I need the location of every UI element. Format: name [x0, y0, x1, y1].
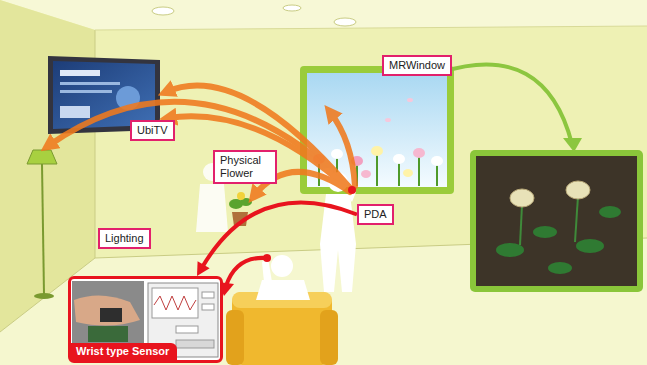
sofa-part: [226, 310, 244, 365]
device-label: Physical Flower: [213, 150, 277, 184]
mr-window-part-part: [385, 118, 391, 122]
mr-window-part-part: [393, 154, 405, 164]
ceiling-lights: [152, 5, 356, 26]
label-text: Wrist type Sensor: [71, 343, 177, 360]
floor-lamp-part: [27, 150, 57, 164]
red-dots-part: [263, 254, 271, 262]
red-dots-part: [348, 186, 356, 194]
tv-set-part: [60, 90, 112, 93]
mr-window-part-part: [431, 156, 443, 166]
sensor-frame: Wrist type Sensor: [68, 276, 223, 363]
zoom-panel-part-part: [576, 239, 604, 253]
zoom-panel-part: [470, 150, 643, 292]
sensor-photo: [70, 279, 220, 360]
interaction-arrows: [48, 86, 355, 196]
ceiling-lights-part: [334, 18, 356, 26]
floor-lamp: [27, 150, 57, 299]
device-label: PDA: [357, 204, 394, 225]
tv-set-part: [60, 82, 120, 85]
zoom-panel-part-part: [566, 181, 590, 199]
zoom-arrow-part: [442, 64, 572, 144]
sensor-photo-part: [74, 295, 140, 325]
zoom-panel: [470, 150, 643, 292]
floor-lamp-part: [34, 293, 54, 299]
sitting-person: [256, 255, 310, 300]
sensor-photo-part: [176, 340, 214, 348]
physical-flower-part: [237, 192, 245, 200]
zoom-panel-part-part: [599, 206, 621, 218]
zoom-panel-part-part: [533, 226, 557, 238]
mr-window-part-part: [371, 146, 383, 156]
zoom-panel-part-part: [510, 189, 534, 207]
zoom-arrow-part: [563, 138, 582, 152]
zoom-panel-part-part: [496, 243, 524, 257]
zoom-arrow: [442, 64, 582, 152]
sensor-photo-part: [88, 326, 128, 342]
label-text: Physical Flower: [220, 154, 270, 180]
sofa-part: [232, 292, 332, 365]
arrow-head: [197, 261, 210, 276]
zoom-panel-part: [476, 156, 637, 286]
label-text: UbiTV: [137, 124, 168, 137]
device-label: MRWindow: [382, 55, 452, 76]
ceiling-lights-part: [152, 7, 174, 15]
sensor-photo-part: [100, 308, 122, 322]
interaction-arrows-part: [330, 112, 355, 186]
interaction-arrows-part: [166, 86, 350, 188]
sensor-arrow-part: [226, 258, 266, 286]
room-part: [0, 0, 647, 30]
floor-lamp-part: [42, 164, 44, 294]
sensor-photo-part: [202, 292, 214, 298]
connector-line: [202, 202, 357, 267]
sensor-arrow: [218, 258, 266, 296]
device-label: UbiTV: [130, 120, 175, 141]
mr-window-part-part: [407, 98, 413, 102]
label-text: Lighting: [105, 232, 144, 245]
sensor-photo-part: [152, 288, 198, 318]
ceiling-lights-part: [283, 5, 301, 11]
mr-window-part-part: [376, 152, 378, 186]
zoom-panel-part-part: [575, 196, 578, 242]
sitting-person-part: [256, 280, 310, 300]
zoom-panel-part: [496, 206, 621, 274]
tv-set-part: [60, 70, 100, 76]
tv-set-part: [60, 106, 90, 118]
room-part: [95, 26, 647, 30]
mr-window-part-part: [413, 148, 425, 158]
zoom-panel-part: [510, 181, 590, 207]
mr-window-part-part: [331, 149, 343, 159]
sensor-photo-part: [202, 304, 214, 310]
mr-window-part-part: [361, 170, 371, 178]
zoom-panel-part-part: [548, 262, 572, 274]
label-text: PDA: [364, 208, 387, 221]
ghost-person-part: [196, 184, 228, 232]
sofa-part: [320, 310, 338, 365]
label-text: MRWindow: [389, 59, 445, 72]
tv-set-part: [53, 61, 155, 129]
standing-person: [320, 172, 356, 292]
mr-window-part-part: [418, 154, 420, 186]
sofa: [226, 292, 338, 365]
mr-window-part-part: [403, 169, 413, 177]
sensor-photo-part: [154, 296, 196, 310]
zoom-panel-part-part: [520, 205, 522, 245]
interaction-arrow: [197, 202, 357, 276]
red-dots: [263, 186, 356, 262]
sensor-photo-part: [70, 279, 220, 360]
sitting-person-part: [271, 255, 293, 277]
device-label: Lighting: [98, 228, 151, 249]
sensor-photo-part: [176, 326, 198, 333]
